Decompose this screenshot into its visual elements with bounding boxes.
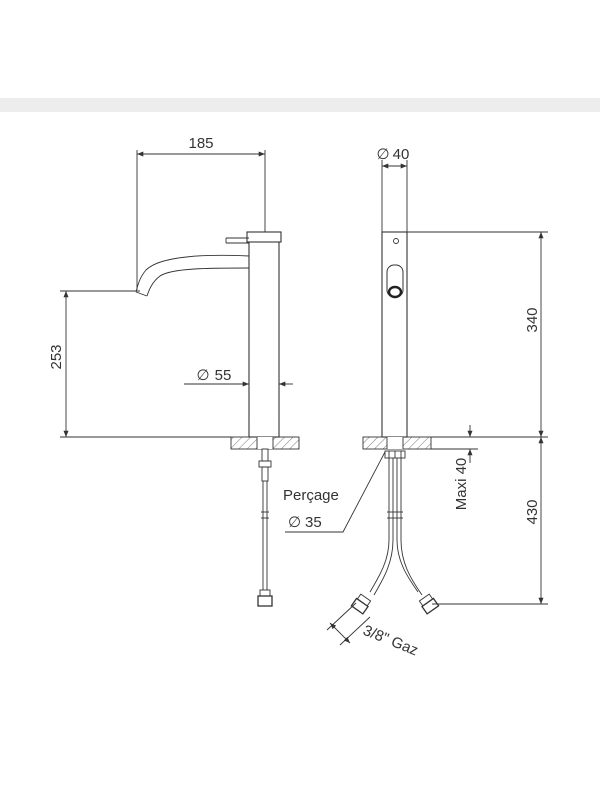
front-diameter-symbol: ∅ — [196, 367, 209, 384]
side-view: ∅ 40 340 430 Maxi 40 Perçage ∅ 35 3/8" G… — [283, 146, 548, 659]
front-spout-upper — [135, 254, 250, 293]
front-height-label: 253 — [48, 344, 65, 369]
header-band — [0, 98, 600, 112]
percage-diameter-label: 35 — [305, 514, 322, 531]
side-lever-pin — [393, 238, 399, 244]
percage-diameter-symbol: ∅ — [288, 514, 301, 531]
side-diameter-symbol: ∅ — [376, 146, 389, 163]
side-hose-left — [369, 458, 390, 593]
side-faucet-body — [381, 231, 408, 438]
front-width-label: 185 — [188, 135, 213, 152]
front-diameter-label: 55 — [215, 367, 232, 384]
front-view: 185 253 ∅ 55 — [48, 135, 300, 607]
percage-leader — [285, 451, 386, 533]
side-height-label: 340 — [524, 307, 541, 332]
side-hose-right — [396, 458, 419, 593]
percage-label: Perçage — [283, 487, 339, 504]
front-faucet-body — [248, 239, 280, 438]
front-hose-fitting — [257, 595, 273, 607]
side-diameter-label: 40 — [393, 146, 410, 163]
side-fitting-left — [350, 593, 372, 615]
side-fitting-right — [418, 593, 440, 615]
side-thread-label: 3/8" Gaz — [361, 622, 421, 659]
side-hose-length-label: 430 — [524, 499, 541, 524]
front-faucet-cap — [246, 231, 282, 243]
side-aerator — [387, 285, 403, 299]
side-maxi-label: Maxi 40 — [453, 458, 470, 511]
